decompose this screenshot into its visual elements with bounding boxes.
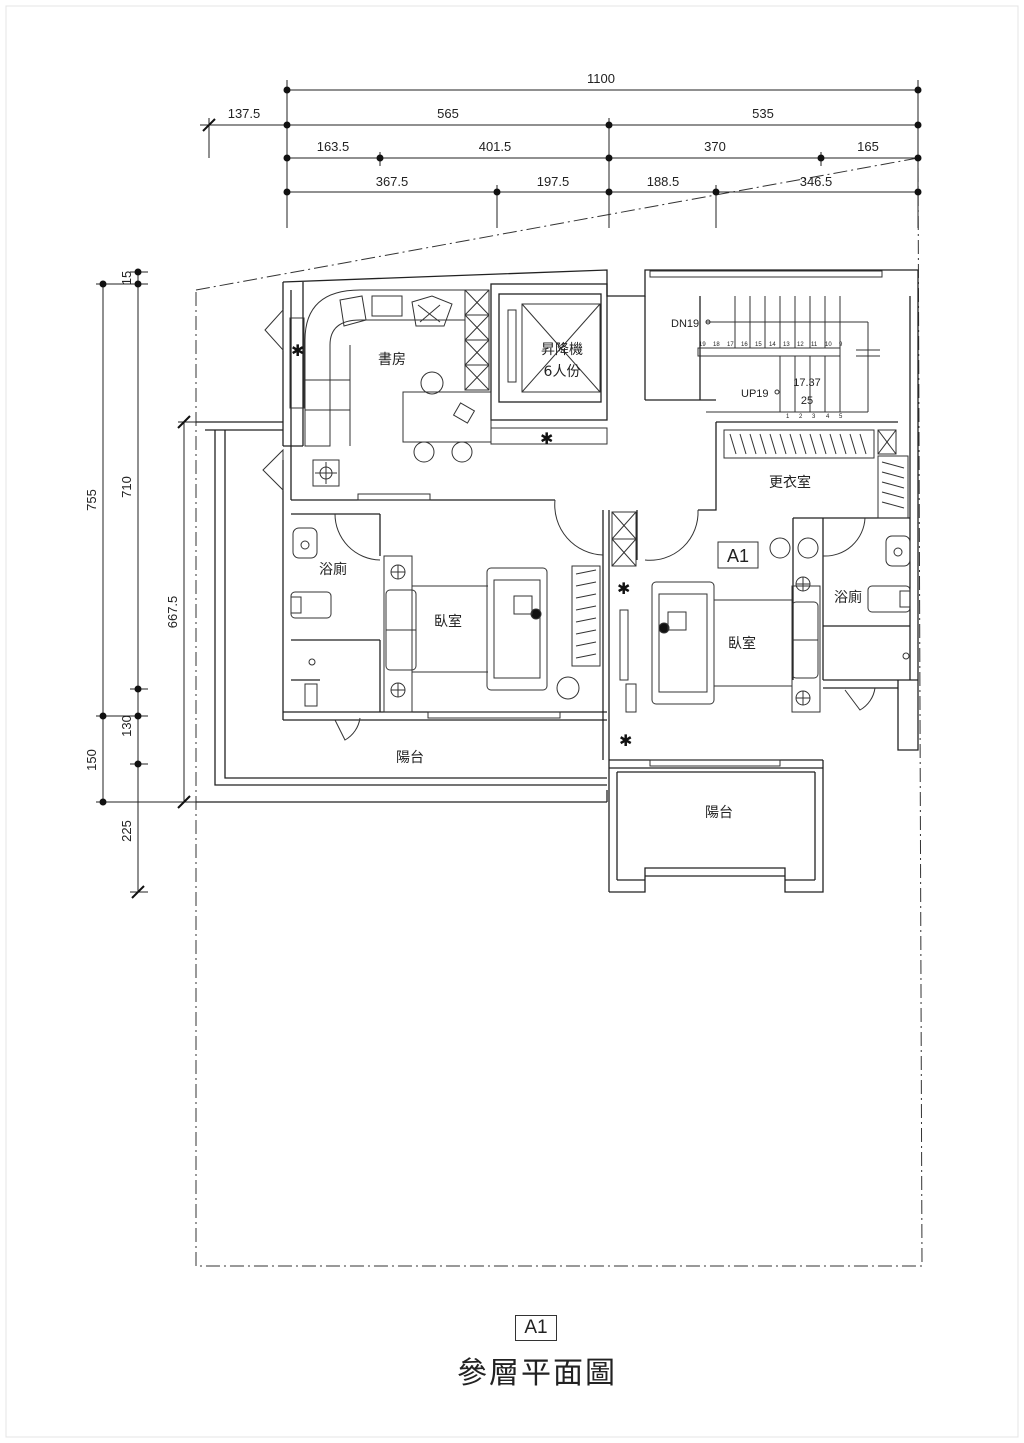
stair-up-step: 1 (786, 414, 790, 420)
label-bath-left: 浴廁 (319, 561, 347, 578)
study-furniture (289, 289, 608, 487)
stair-down-step: 16 (741, 342, 748, 348)
stair-tread: 25 (801, 395, 813, 407)
stair-down-step: 15 (755, 342, 762, 348)
right-bedroom-furniture (651, 537, 821, 713)
stair-down-step: 9 (839, 342, 843, 348)
stair-down-label: DN19 (671, 318, 699, 330)
label-study: 書房 (378, 352, 406, 368)
left-bedroom-furniture (383, 555, 601, 713)
svg-text:✱: ✱ (619, 731, 632, 750)
stair-down-step: 12 (797, 342, 804, 348)
closet-racks (723, 429, 909, 559)
label-elevator-capacity: 6人份 (544, 364, 581, 380)
stair-up-step: 4 (826, 414, 830, 420)
door-swings (262, 308, 876, 741)
dim-left-667-5: 667.5 (165, 596, 180, 629)
stair-up-step: 3 (812, 414, 816, 420)
label-balcony-left: 陽台 (396, 750, 424, 766)
stair-down-step: 13 (783, 342, 790, 348)
dim-overall: 1100 (587, 71, 615, 86)
caption-unit-badge: A1 (515, 1315, 557, 1341)
dim-left-225: 225 (119, 820, 134, 842)
top-dimensions (200, 80, 919, 228)
stair-riser: 17.37 (793, 377, 821, 389)
dim-top-row4-b: 197.5 (537, 174, 570, 189)
label-bedroom-right: 臥室 (728, 635, 756, 652)
dim-top-row2-b: 565 (437, 106, 459, 121)
label-bath-right: 浴廁 (834, 589, 862, 606)
windows (357, 270, 883, 767)
plant-icons: ✱ ✱ ✱ ✱ (291, 341, 632, 750)
unit-tag: A1 (727, 546, 749, 566)
dim-left-15: 15 (119, 271, 134, 285)
dim-left-755: 755 (84, 489, 99, 511)
stair-down-steps: 19 18 17 16 15 14 13 12 11 10 9 (699, 342, 843, 348)
unit-tag-box (717, 541, 759, 569)
svg-text:✱: ✱ (291, 341, 304, 360)
dim-left-150: 150 (84, 749, 99, 771)
stair-up-label: UP19 (741, 388, 769, 400)
stair-down-step: 17 (727, 342, 734, 348)
elevator-symbol (507, 303, 601, 393)
stair-up-steps: 1 2 3 4 5 (786, 414, 843, 420)
label-elevator: 昇降機 (541, 342, 583, 358)
stair-down-step: 11 (811, 342, 818, 348)
dim-top-row3-c: 370 (704, 139, 726, 154)
stair-down-step: 10 (825, 342, 832, 348)
stair-up-step: 5 (839, 414, 843, 420)
dim-top-row3-d: 165 (857, 139, 879, 154)
svg-text:✱: ✱ (617, 579, 630, 598)
center-cabinets (611, 511, 637, 713)
dim-top-row2-c: 535 (752, 106, 774, 121)
stair (697, 296, 880, 413)
site-boundary (195, 157, 923, 1267)
stair-up-step: 2 (799, 414, 803, 420)
dim-top-row2-a: 137.5 (228, 106, 261, 121)
stair-down-step: 18 (713, 342, 720, 348)
stair-down-step: 14 (769, 342, 776, 348)
dim-top-row4-d: 346.5 (800, 174, 833, 189)
label-walk-in-closet: 更衣室 (769, 474, 811, 491)
label-bedroom-left: 臥室 (434, 613, 462, 630)
bathroom-fixtures (290, 527, 911, 707)
caption-title: 參層平面圖 (457, 1356, 617, 1391)
left-dimensions (96, 271, 196, 893)
stair-down-step: 19 (699, 342, 706, 348)
dim-left-130: 130 (119, 715, 134, 737)
dim-top-row4-c: 188.5 (647, 174, 680, 189)
dim-top-row4-a: 367.5 (376, 174, 409, 189)
dim-top-row3-a: 163.5 (317, 139, 350, 154)
label-balcony-right: 陽台 (705, 805, 733, 821)
dim-left-710: 710 (119, 476, 134, 498)
svg-text:✱: ✱ (540, 429, 553, 448)
dim-top-row3-b: 401.5 (479, 139, 512, 154)
